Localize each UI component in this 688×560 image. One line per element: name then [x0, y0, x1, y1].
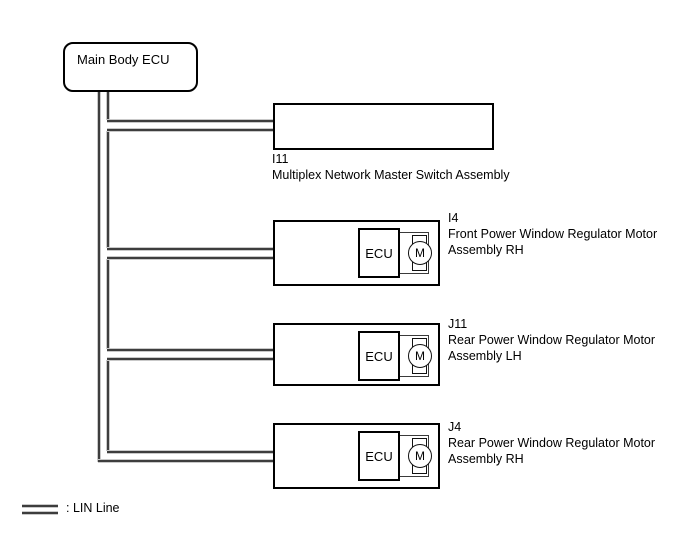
- node-name-line2: Assembly LH: [448, 349, 522, 363]
- node-code: J11: [448, 317, 468, 331]
- lin-branch-j11-wall: [107, 349, 273, 351]
- ecu-inner-box: ECU: [358, 228, 400, 278]
- lin-trunk-right-wall: [107, 131, 109, 248]
- node-box-i4: ECU M: [273, 220, 440, 286]
- lin-branch-j11-wall: [107, 358, 273, 360]
- motor-label: M: [415, 449, 425, 463]
- node-label-j4: J4 Rear Power Window Regulator Motor Ass…: [448, 419, 655, 467]
- node-name-line2: Assembly RH: [448, 452, 524, 466]
- node-box-j4: ECU M: [273, 423, 440, 489]
- motor-label: M: [415, 349, 425, 363]
- lin-branch-i11-wall: [107, 120, 273, 122]
- lin-line-legend-label: : LIN Line: [66, 501, 120, 515]
- lin-branch-i4-wall: [107, 257, 273, 259]
- node-name-line1: Front Power Window Regulator Motor: [448, 227, 658, 241]
- ecu-inner-label: ECU: [365, 245, 393, 261]
- node-code: J4: [448, 420, 462, 434]
- ecu-inner-label: ECU: [365, 448, 393, 464]
- lin-trunk-right-wall: [107, 92, 109, 120]
- lin-branch-j4-wall: [107, 451, 273, 453]
- lin-trunk-left-wall: [98, 92, 100, 462]
- ecu-inner-box: ECU: [358, 331, 400, 381]
- main-body-ecu-label: Main Body ECU: [77, 52, 170, 67]
- ecu-inner-label: ECU: [365, 348, 393, 364]
- lin-line-legend-symbol: [22, 512, 58, 514]
- lin-trunk-right-wall: [107, 259, 109, 349]
- motor-symbol: M: [408, 444, 432, 468]
- node-box-j11: ECU M: [273, 323, 440, 386]
- node-label-i11: I11 Multiplex Network Master Switch Asse…: [272, 152, 510, 183]
- node-label-i4: I4 Front Power Window Regulator Motor As…: [448, 210, 657, 258]
- node-name-line2: Assembly RH: [448, 243, 524, 257]
- main-body-ecu-box: Main Body ECU: [63, 42, 198, 92]
- node-box-i11: [273, 103, 494, 150]
- lin-branch-i4-wall: [107, 248, 273, 250]
- node-code: I4: [448, 211, 459, 225]
- lin-line-legend-symbol: [22, 505, 58, 507]
- motor-symbol: M: [408, 344, 432, 368]
- node-code: I11: [272, 152, 289, 166]
- node-label-j11: J11 Rear Power Window Regulator Motor As…: [448, 316, 655, 364]
- lin-branch-i11-wall: [107, 129, 273, 131]
- lin-trunk-right-wall: [107, 360, 109, 451]
- motor-symbol: M: [408, 241, 432, 265]
- lin-branch-j4-wall: [98, 460, 273, 462]
- node-name-line1: Rear Power Window Regulator Motor: [448, 333, 656, 347]
- node-name-line1: Rear Power Window Regulator Motor: [448, 436, 656, 450]
- ecu-inner-box: ECU: [358, 431, 400, 481]
- motor-label: M: [415, 246, 425, 260]
- node-name-line1: Multiplex Network Master Switch Assembly: [272, 167, 510, 182]
